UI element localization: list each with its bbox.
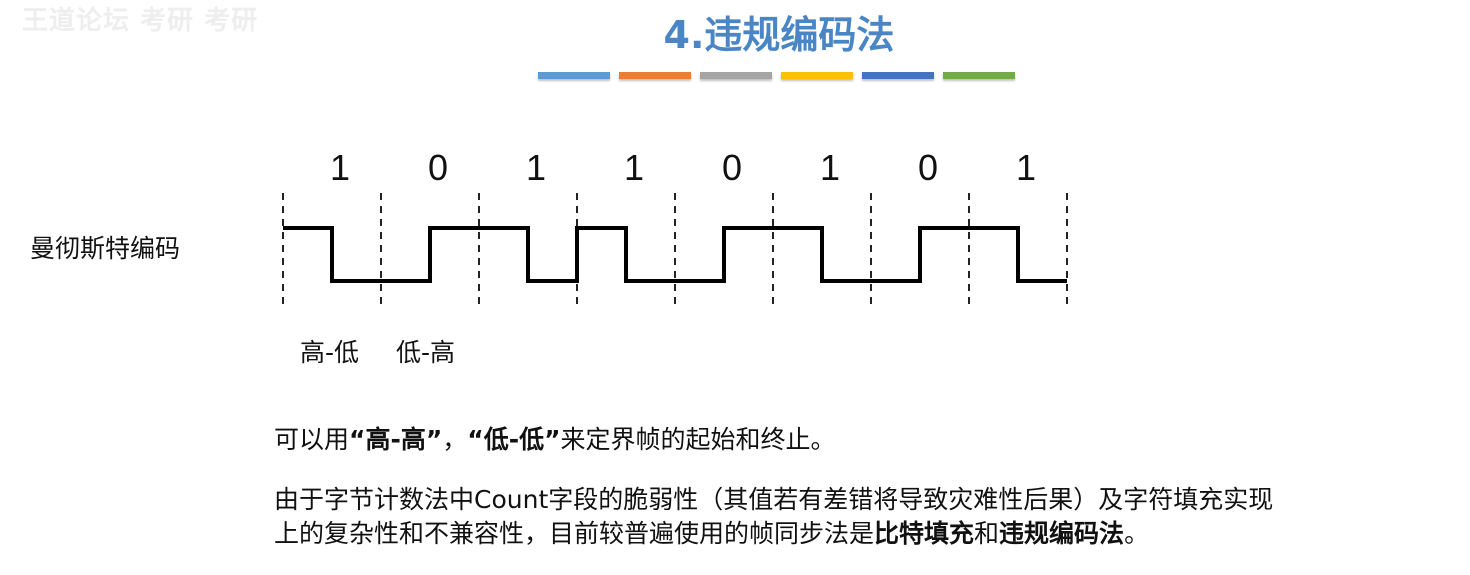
bit-label: 1 [624, 147, 644, 188]
paragraph-delimiter: 可以用“高-高”，“低-低”来定界帧的起始和终止。 [274, 424, 836, 456]
color-strip-dark-blue [862, 72, 934, 79]
phase-label-low-high: 低-高 [396, 338, 456, 367]
p2-violation-coding: 违规编码法 [999, 519, 1125, 548]
slide-title: 4.违规编码法 [663, 13, 895, 57]
color-strip-blue [538, 72, 610, 79]
bit-label: 0 [722, 147, 742, 188]
p1-high-high: “高-高” [349, 425, 443, 454]
bit-label: 1 [1016, 147, 1036, 188]
paragraph-sync-line1: 由于字节计数法中Count字段的脆弱性（其值若有差错将导致灾难性后果）及字符填充… [274, 485, 1274, 514]
p1-text-a: 可以用 [274, 425, 350, 454]
bit-label: 1 [330, 147, 350, 188]
bit-label: 1 [820, 147, 840, 188]
p2-bit-stuffing: 比特填充 [874, 519, 975, 548]
color-strip-orange [619, 72, 691, 79]
bit-label: 1 [526, 147, 546, 188]
p1-comma: ， [442, 425, 468, 454]
color-strip-gray [700, 72, 772, 79]
color-strip [0, 72, 1470, 81]
p2-text-c: 和 [974, 519, 1000, 548]
p1-text-e: 来定界帧的起始和终止。 [560, 425, 836, 454]
bit-label: 0 [428, 147, 448, 188]
bit-label: 0 [918, 147, 938, 188]
phase-label-high-low: 高-低 [300, 338, 360, 367]
color-strip-green [943, 72, 1015, 79]
watermark: 王道论坛 考研 考研 [22, 6, 259, 36]
encoding-label: 曼彻斯特编码 [30, 234, 181, 263]
p2-text-e: 。 [1124, 519, 1150, 548]
color-strip-yellow [781, 72, 853, 79]
p1-low-low: “低-低” [467, 425, 561, 454]
manchester-signal [283, 226, 1067, 283]
p2-text-a: 上的复杂性和不兼容性，目前较普遍使用的帧同步法是 [274, 519, 875, 548]
paragraph-sync-line2: 上的复杂性和不兼容性，目前较普遍使用的帧同步法是比特填充和违规编码法。 [274, 518, 1149, 550]
